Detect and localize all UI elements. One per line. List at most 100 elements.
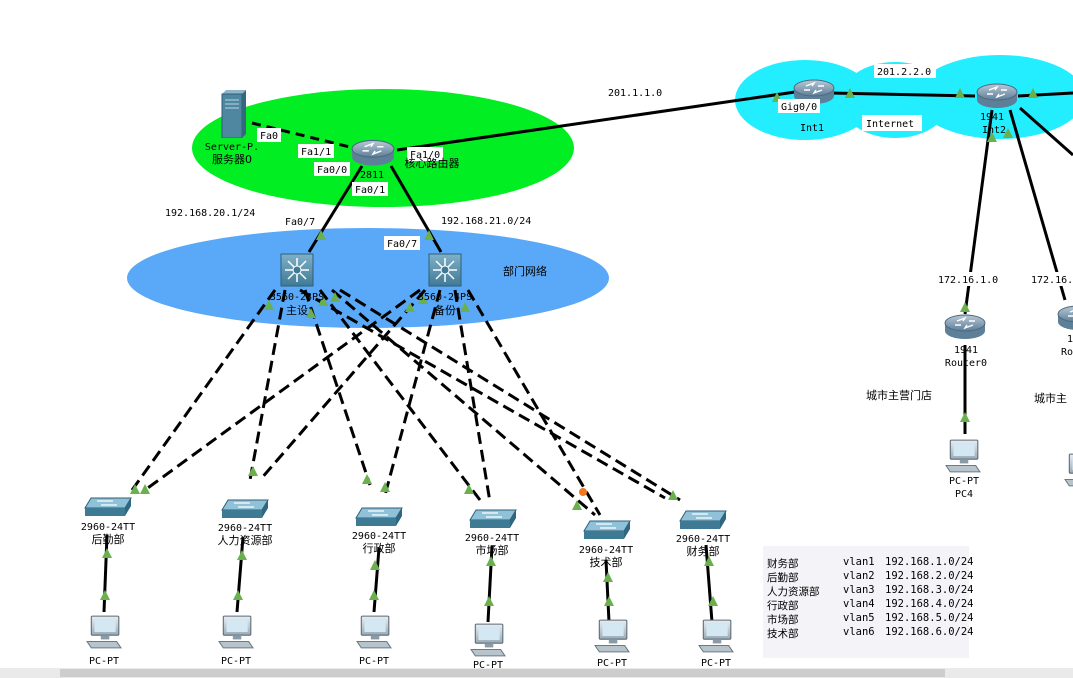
pc-icon[interactable]	[218, 615, 254, 649]
l2-switch-icon[interactable]	[469, 509, 517, 529]
pc-icon	[945, 439, 981, 473]
legend-dept: 财务部	[767, 558, 799, 570]
port-main-fa07: Fa0/7	[285, 217, 315, 228]
sw6-model: 2960-24TT	[676, 534, 730, 545]
net-branch-b: 172.16.	[1031, 275, 1073, 286]
link-isp2-offscreen-2	[1019, 106, 1073, 157]
l2-switch-icon[interactable]	[355, 507, 403, 527]
link-router-isp1	[396, 90, 796, 152]
l2-switch-icon[interactable]	[221, 499, 269, 519]
redundant-links	[128, 288, 681, 517]
sw6-name: 财务部	[687, 544, 720, 558]
link-sw2-pc2	[235, 536, 245, 613]
legend-dept: 技术部	[767, 628, 799, 640]
net-isp-link: 201.2.2.0	[877, 67, 931, 78]
core-router-model: 2811	[360, 170, 384, 181]
link-isp2-branch1	[1008, 109, 1067, 301]
link-isp1-isp2	[829, 91, 976, 98]
sw1-name: 后勤部	[92, 532, 125, 546]
legend-vlan: vlan1	[843, 556, 875, 568]
net-right-uplink: 192.168.21.0/24	[441, 216, 531, 227]
port-router-fa01: Fa0/1	[355, 185, 385, 196]
branch1-model: 1	[1067, 334, 1073, 345]
branch-pc-device[interactable]	[945, 439, 981, 473]
branch-router-0-device[interactable]	[944, 314, 986, 340]
router-icon	[944, 314, 986, 340]
legend-dept: 行政部	[767, 600, 799, 612]
l2-switch-icon[interactable]	[84, 497, 132, 517]
legend-vlan: vlan3	[843, 584, 875, 596]
legend-net: 192.168.4.0/24	[885, 598, 974, 610]
isp2-model: 1941	[980, 112, 1004, 123]
core-switch-backup-device[interactable]	[428, 253, 462, 287]
core-router-device[interactable]	[351, 139, 395, 167]
pc-icon[interactable]	[698, 619, 734, 653]
horizontal-scrollbar[interactable]	[0, 668, 1073, 678]
port-backup-fa07: Fa0/7	[387, 239, 417, 250]
dept-zone	[127, 228, 609, 328]
pc-icon[interactable]	[470, 623, 506, 657]
dept-pcs	[86, 615, 734, 657]
link-sw5-pc5	[604, 559, 611, 623]
branch-pc-model: PC-PT	[949, 476, 979, 487]
router-icon	[351, 139, 395, 167]
backup-switch-name: 备份	[434, 303, 456, 317]
sw2-model: 2960-24TT	[218, 523, 272, 534]
legend-vlan: vlan5	[843, 612, 875, 624]
net-left-uplink: 192.168.20.1/24	[165, 208, 255, 219]
l3-switch-icon	[280, 253, 314, 287]
legend-net: 192.168.1.0/24	[885, 556, 974, 568]
branch0-name: Router0	[945, 358, 987, 369]
link-server-router	[251, 121, 351, 149]
isp-router-2-device[interactable]	[976, 83, 1018, 109]
l2-switch-icon[interactable]	[583, 520, 631, 540]
legend-net: 192.168.2.0/24	[885, 570, 974, 582]
backup-switch-model: 3560-24PS	[418, 292, 472, 303]
pc5-model: PC-PT	[597, 658, 627, 669]
core-router-name: 核心路由器	[405, 156, 460, 170]
port-router-fa11: Fa1/1	[301, 147, 331, 158]
pc-icon[interactable]	[86, 615, 122, 649]
isp2-name: Int2	[982, 125, 1006, 136]
server-name: 服务器0	[212, 153, 252, 166]
isp1-name: Int1	[800, 123, 824, 134]
pc2-model: PC-PT	[221, 656, 251, 667]
net-branch-a: 172.16.1.0	[938, 275, 998, 286]
legend-net: 192.168.5.0/24	[885, 612, 974, 624]
link-isp2-offscreen	[1017, 91, 1073, 98]
core-switch-main-device[interactable]	[280, 253, 314, 287]
link-sw6-pc6	[704, 544, 714, 623]
link-warning-marker	[579, 488, 587, 496]
pc1-model: PC-PT	[89, 656, 119, 667]
link-sw1-pc1	[102, 534, 109, 613]
router-icon	[976, 83, 1018, 109]
main-switch-name: 主设	[286, 304, 308, 317]
legend-net: 192.168.6.0/24	[885, 626, 974, 638]
pc-icon[interactable]	[356, 615, 392, 649]
sw2-name: 人力资源部	[218, 533, 273, 547]
sw4-name: 市场部	[476, 543, 509, 557]
scrollbar-thumb[interactable]	[60, 669, 945, 677]
l2-switch-icon[interactable]	[679, 510, 727, 530]
port-router-fa00: Fa0/0	[317, 165, 347, 176]
sw5-model: 2960-24TT	[579, 545, 633, 556]
sw4-model: 2960-24TT	[465, 533, 519, 544]
l3-switch-icon	[428, 253, 462, 287]
main-switch-model: 3560-24PS	[270, 292, 324, 303]
pc-icon[interactable]	[594, 619, 630, 653]
branch-router-1-device[interactable]	[1057, 305, 1073, 331]
sw3-name: 行政部	[363, 541, 396, 555]
net-wan-link: 201.1.1.0	[608, 88, 662, 99]
pc4-model: PC-PT	[473, 660, 503, 671]
store-a-label: 城市主营门店	[866, 388, 932, 402]
pc3-model: PC-PT	[359, 656, 389, 667]
dept-zone-label: 部门网络	[503, 264, 547, 278]
legend-dept: 人力资源部	[767, 586, 820, 598]
server-device[interactable]	[221, 90, 247, 138]
server-model: Server-P.	[205, 142, 259, 153]
link-sw3-pc3	[372, 547, 381, 613]
sw3-model: 2960-24TT	[352, 531, 406, 542]
offscreen-pc-device[interactable]	[1064, 453, 1073, 487]
